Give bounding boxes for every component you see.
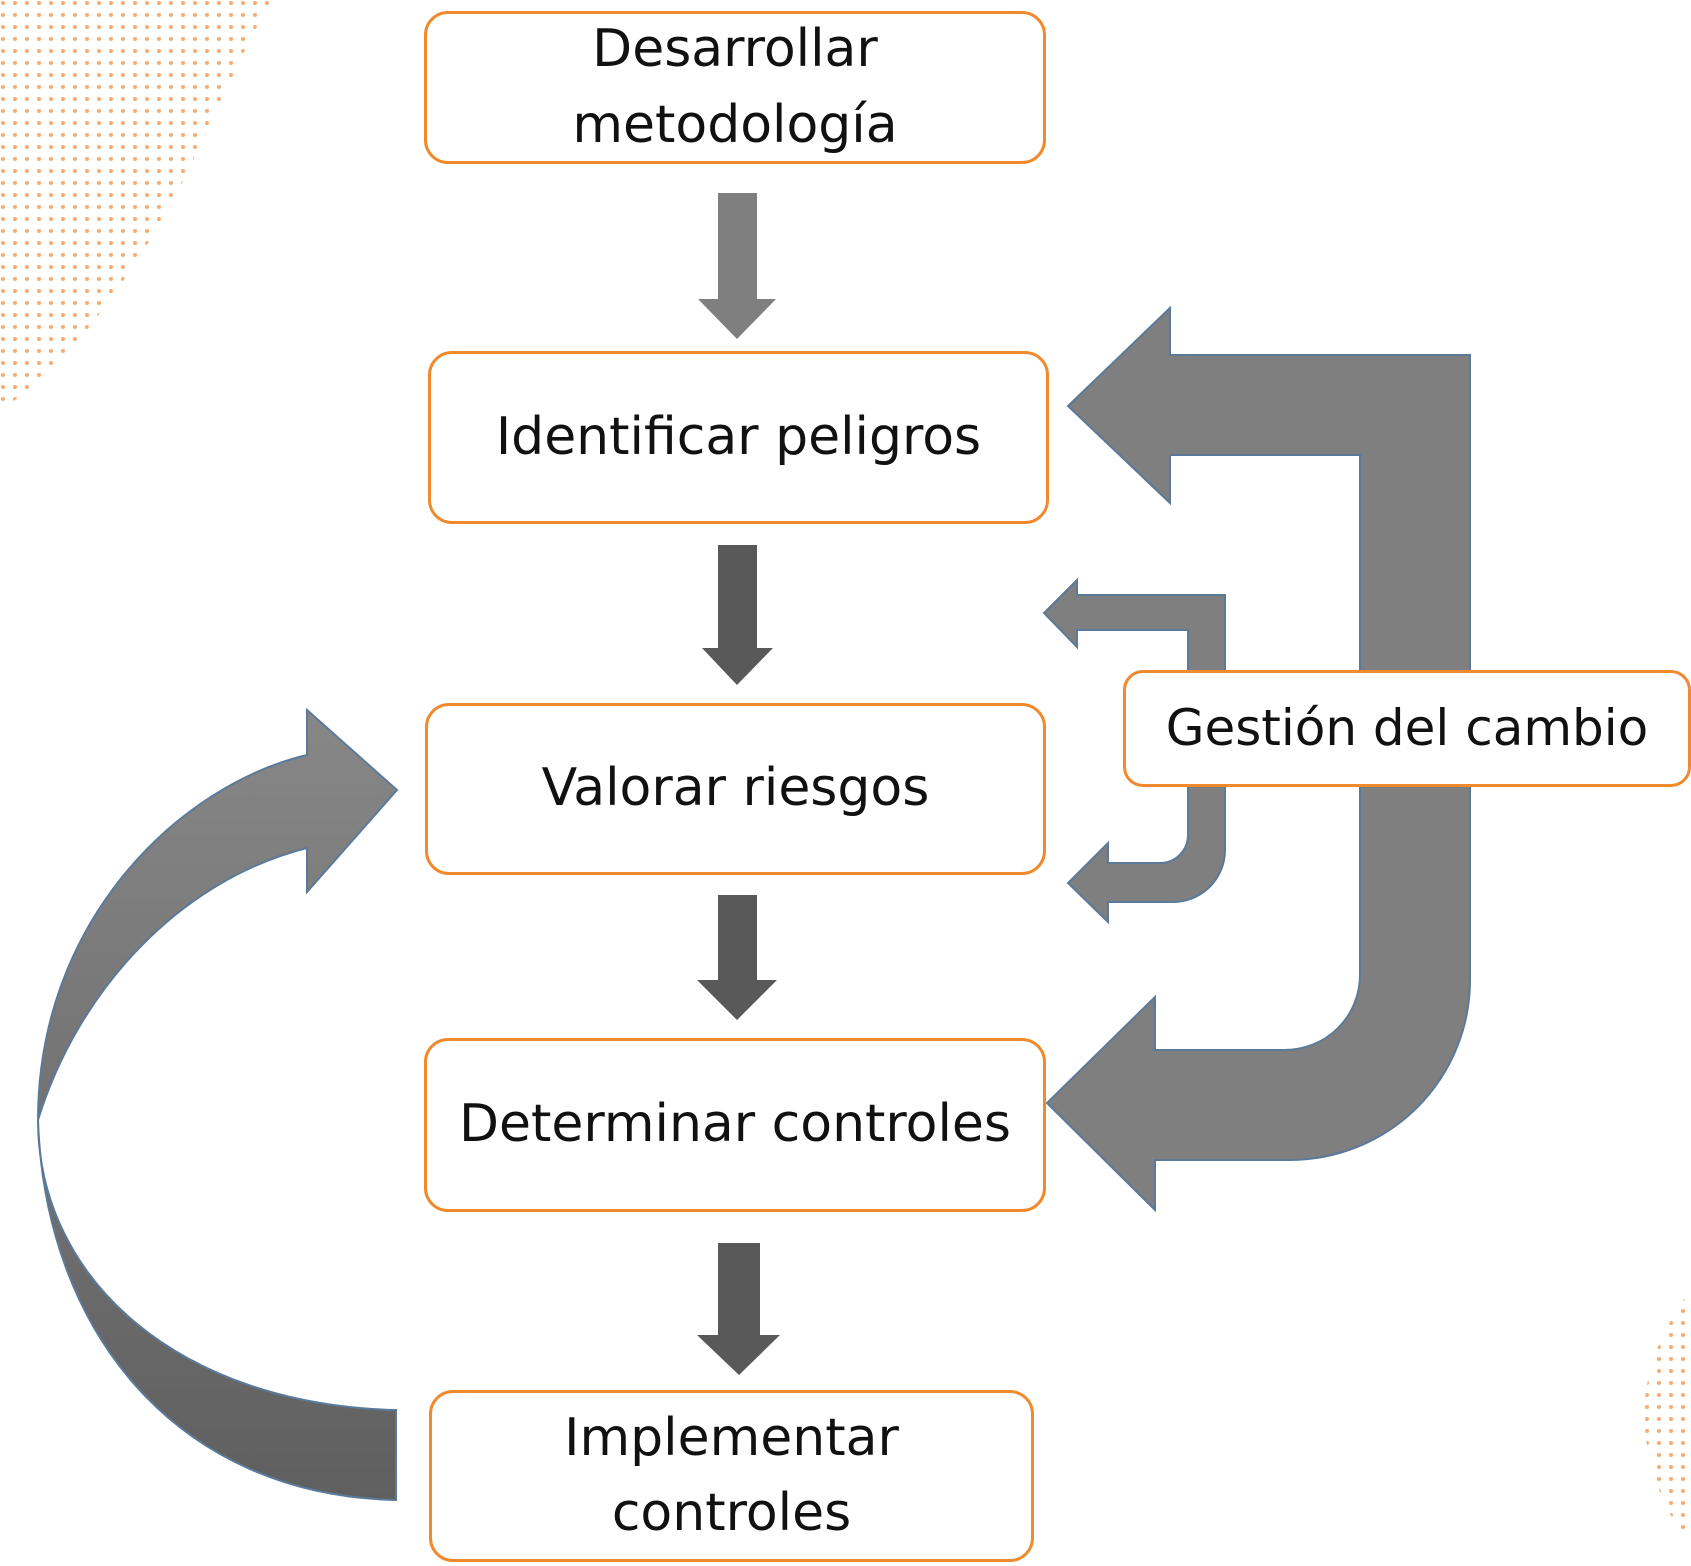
cycle-arrow — [36, 707, 399, 1502]
flow-arrow-3 — [697, 895, 777, 1020]
step-label-line: Implementar — [564, 1407, 899, 1468]
step-assess-risks: Valorar riesgos — [425, 703, 1046, 875]
decor-dots-bottom-right — [1644, 1290, 1691, 1545]
step-label-line: Desarrollar — [592, 19, 878, 80]
flow-arrow-4 — [697, 1243, 780, 1375]
step-develop-methodology: Desarrollar metodología — [424, 11, 1046, 164]
step-label-line: controles — [611, 1483, 852, 1543]
step-identify-hazards: Identificar peligros — [428, 351, 1049, 524]
step-implement-controls: Implementar controles — [429, 1390, 1034, 1562]
flow-arrow-2 — [702, 545, 773, 685]
step-label-line: Valorar riesgos — [541, 758, 930, 819]
step-label-line: Identificar peligros — [495, 406, 982, 467]
decor-dots-top-left — [0, 0, 272, 410]
step-label-line: metodología — [572, 94, 898, 155]
change-management-box: Gestión del cambio — [1123, 670, 1691, 787]
flow-arrow-1 — [698, 193, 776, 339]
step-label-line: Determinar controles — [458, 1094, 1012, 1155]
feedback-loop-arrow — [1045, 305, 1471, 1213]
change-management-label: Gestión del cambio — [1165, 699, 1649, 758]
step-determine-controls: Determinar controles — [424, 1038, 1046, 1212]
